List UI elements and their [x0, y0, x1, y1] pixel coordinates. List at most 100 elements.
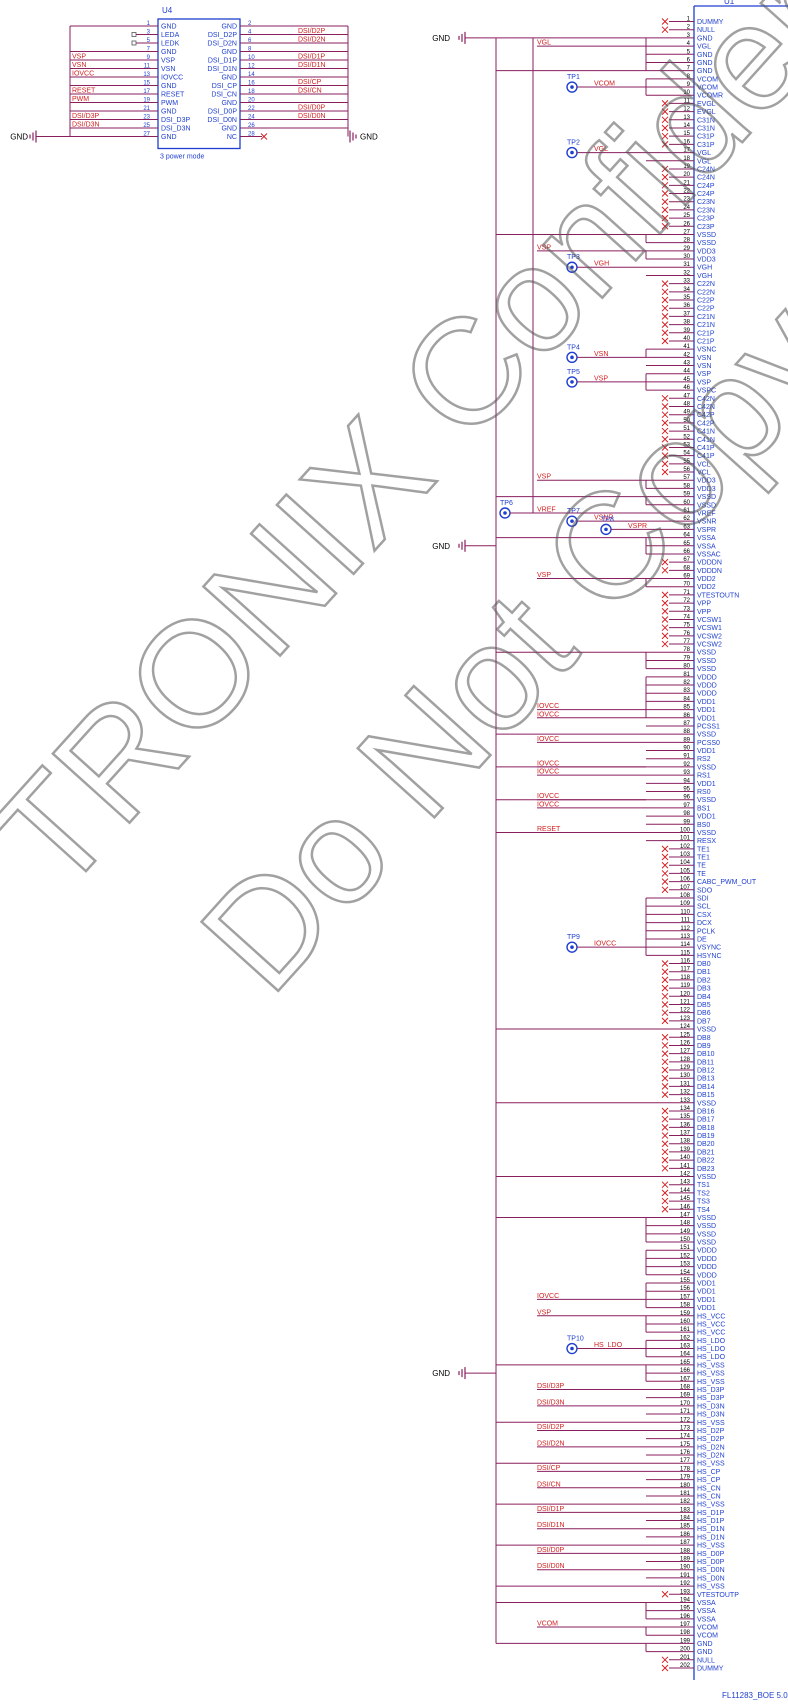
- no-connect-stroke: [661, 845, 669, 853]
- u1-pin-name: SDI: [697, 895, 709, 902]
- no-connect-mark: [661, 296, 669, 304]
- u1-pin-number: 173: [680, 1425, 691, 1431]
- u4-pin-name: GND: [161, 24, 177, 31]
- u1-pin-number: 119: [680, 983, 690, 989]
- u1-pin-name: DB23: [697, 1166, 715, 1173]
- u1-pin-number: 85: [683, 705, 690, 711]
- u1-pin-name: HS_D1P: [697, 1518, 725, 1525]
- u1-pin-number: 151: [680, 1245, 691, 1251]
- u1-pin-name: DB15: [697, 1092, 715, 1099]
- u1-pin-number: 197: [680, 1622, 691, 1628]
- u1-pin-name: VDD3: [697, 248, 716, 255]
- testpoint-dot: [604, 527, 608, 532]
- u1-pin-number: 57: [683, 475, 690, 481]
- u1-pin-name: VDD1: [697, 1305, 716, 1312]
- u4-net-label: DSI/D1P: [298, 54, 326, 61]
- u1-net-dsi-d0p: DSI/D0P: [537, 1547, 646, 1554]
- no-connect-mark: [661, 1156, 669, 1164]
- no-connect-stroke: [661, 1590, 669, 1598]
- no-connect-mark: [661, 190, 669, 197]
- no-connect-mark: [661, 1140, 669, 1148]
- u1-pin-number: 179: [680, 1475, 691, 1481]
- u1-pin-number: 6: [687, 57, 691, 63]
- no-connect-mark: [661, 222, 669, 230]
- u1-pin-name: HS_CN: [697, 1485, 721, 1492]
- u1-pin-name: DB5: [697, 1002, 711, 1009]
- no-connect-mark: [661, 1058, 669, 1066]
- u1-pin-number: 124: [680, 1024, 691, 1030]
- u1-pin-name: HS_VSS: [697, 1502, 725, 1509]
- no-connect-mark: [661, 616, 669, 623]
- u1-pin-number: 3: [687, 33, 691, 39]
- u1-pin-name: VSSD: [697, 650, 716, 657]
- testpoint-net-label: VGH: [594, 261, 609, 268]
- no-connect-stroke: [661, 141, 669, 148]
- u1-pin-number: 160: [680, 1319, 691, 1325]
- u1-pin-number: 159: [680, 1311, 691, 1317]
- u1-pin-name: VSSD: [697, 1215, 716, 1222]
- u1-pin-name: VDDD: [697, 674, 717, 681]
- u1-pin-number: 72: [683, 598, 690, 604]
- no-connect-stroke: [661, 558, 669, 566]
- no-connect-stroke: [661, 1156, 669, 1164]
- u1-net-dsi-d2n: DSI/D2N: [537, 1440, 646, 1448]
- u1-pin-name: VDDD: [697, 1256, 717, 1263]
- no-connect-mark: [661, 321, 669, 328]
- no-connect-stroke: [661, 1083, 669, 1090]
- no-connect-stroke: [661, 968, 669, 976]
- testpoint-net-label: VSPR: [628, 523, 647, 530]
- testpoint-tp6: TP6: [499, 500, 646, 519]
- testpoint-label: TP5: [567, 369, 580, 376]
- u1-pin-name: VCOM: [697, 1633, 718, 1640]
- no-connect-mark: [661, 640, 669, 648]
- u1-pin-number: 41: [683, 344, 690, 350]
- u1-pin-name: VDD3: [697, 478, 716, 485]
- u4-open-pin: [131, 40, 137, 46]
- u1-pin-name: GND: [697, 52, 713, 59]
- u1-pin-number: 177: [680, 1458, 691, 1464]
- u1-net-label: DSI/CP: [537, 1465, 561, 1472]
- u1-pin-number: 83: [683, 688, 690, 694]
- no-connect-stroke: [661, 1033, 669, 1041]
- u4-net-label: DSI/D2P: [298, 28, 326, 35]
- no-connect-mark: [661, 132, 669, 140]
- no-connect-stroke: [661, 124, 669, 132]
- u4-pin-name: GND: [161, 109, 177, 116]
- u1-pin-number: 131: [680, 1081, 691, 1087]
- u4-pin-number: 2: [248, 21, 252, 27]
- no-connect-mark: [661, 886, 669, 894]
- u1-pin-name: BS1: [697, 805, 710, 812]
- u1-pin-name: DB14: [697, 1084, 715, 1091]
- u1-pin-name: DB1: [697, 969, 711, 976]
- u1-pin-number: 126: [680, 1040, 691, 1046]
- u1-pin-number: 88: [683, 729, 690, 735]
- u1-pin-name: HS_D3P: [697, 1395, 725, 1402]
